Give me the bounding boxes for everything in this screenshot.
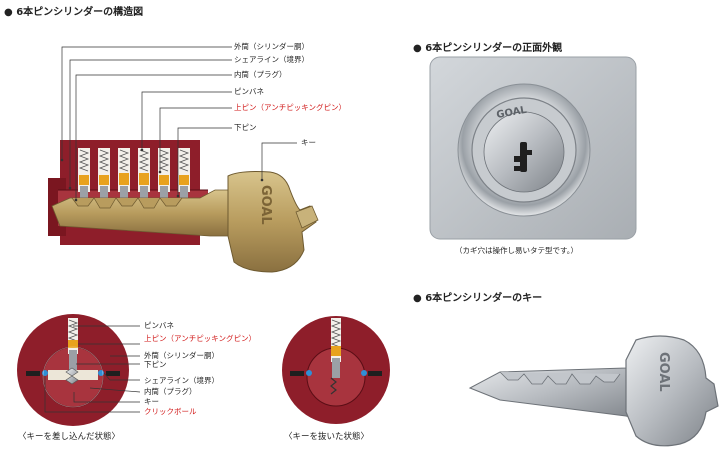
cross-section-removed [282, 316, 390, 424]
key-brand-logo: GOAL [258, 185, 273, 225]
key-section-title: ● 6本ピンシリンダーのキー [413, 293, 543, 304]
label-key: キー [301, 138, 316, 147]
label-bottom-pin: 下ピン [234, 123, 257, 132]
pin-chamber-3 [118, 148, 130, 206]
structure-leader-dots [60, 148, 264, 202]
pin-chamber-5 [158, 148, 170, 204]
front-view-section-title: ● 6本ピンシリンダーの正面外観 [413, 43, 563, 54]
svg-text:GOAL: GOAL [656, 352, 671, 392]
cross-label-key: キー [144, 397, 159, 406]
front-view-photo: GOAL [429, 56, 637, 240]
keyhole-icon [514, 142, 532, 172]
key-head-brand-logo: GOAL [656, 352, 671, 392]
cross-label-plug: 内筒（プラグ） [144, 387, 197, 396]
cross-leaders [44, 325, 141, 413]
label-shear-line: シェアライン（境界） [234, 55, 309, 64]
label-pin-spring: ピンバネ [234, 87, 264, 96]
cross-label-outer-cylinder: 外筒（シリンダー胴） [144, 351, 219, 360]
svg-text:GOAL: GOAL [496, 105, 529, 121]
label-outer-cylinder: 外筒（シリンダー胴） [234, 42, 309, 51]
label-top-pin: 上ピン（アンチピッキングピン） [234, 103, 346, 112]
inserted-key: GOAL [51, 171, 319, 273]
cylinder-brand-logo: GOAL [496, 105, 529, 121]
svg-text:GOAL: GOAL [258, 185, 273, 225]
caption-keyhole: （カギ穴は操作し易いタテ型です。） [455, 246, 578, 255]
cross-label-shear-line: シェアライン（境界） [144, 376, 219, 385]
pin-chamber-6 [178, 148, 190, 208]
pin-chamber-1 [78, 148, 90, 208]
cross-section-inserted [17, 314, 129, 426]
cross-label-pin-spring: ピンバネ [144, 321, 174, 330]
cross-label-bottom-pin: 下ピン [144, 360, 167, 369]
cross-label-click-ball: クリックボール [144, 407, 197, 416]
caption-key-removed: 〈キーを抜いた状態〉 [284, 432, 370, 442]
structure-leaders [61, 46, 297, 200]
label-plug: 内筒（プラグ） [234, 70, 287, 79]
structure-section-title: ● 6本ピンシリンダーの構造図 [4, 7, 144, 18]
key-photo: GOAL [468, 335, 719, 447]
cross-label-top-pin: 上ピン（アンチピッキングピン） [144, 334, 256, 343]
caption-key-inserted: 〈キーを差し込んだ状態〉 [18, 432, 121, 442]
